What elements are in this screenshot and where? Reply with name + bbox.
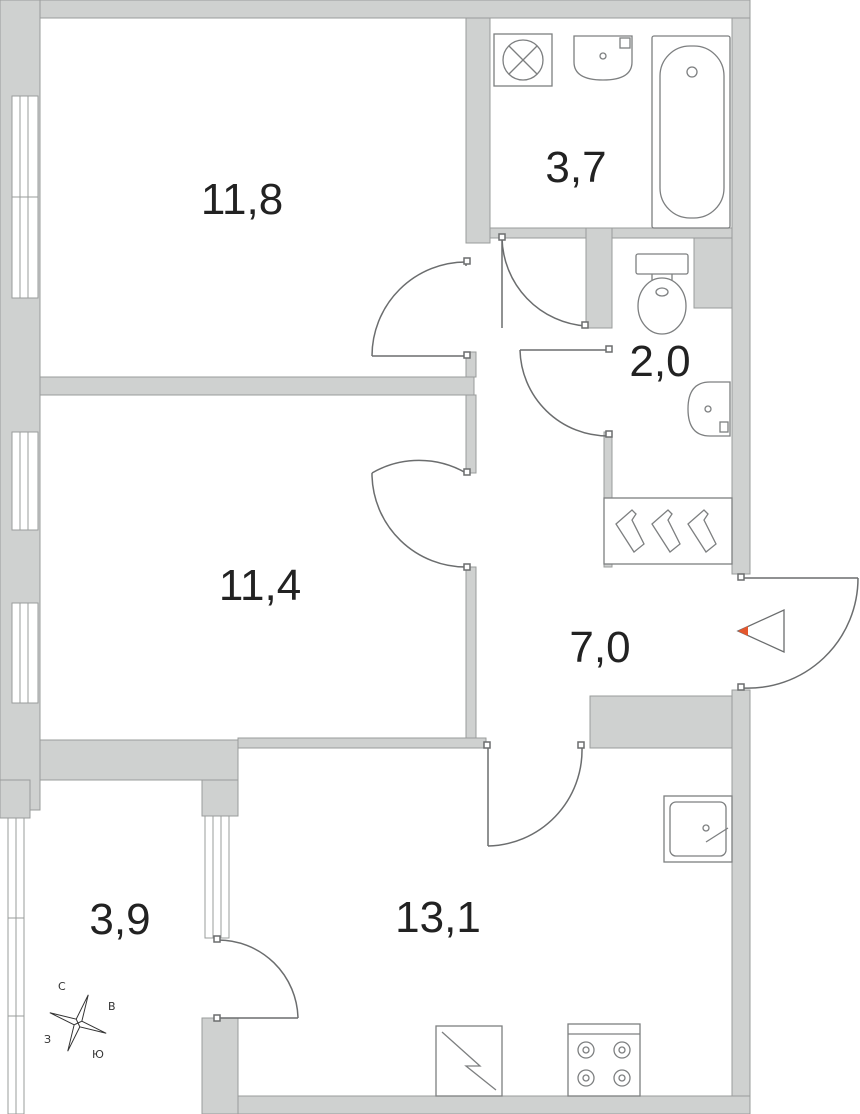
toilet-icon	[635, 253, 689, 335]
window-bedroom-2-upper	[11, 431, 39, 531]
walls	[0, 0, 751, 1114]
fixtures	[435, 33, 733, 1097]
window-kitchen-balcony	[204, 815, 230, 939]
door-bedroom-1[interactable]	[371, 257, 471, 359]
bottom-exterior-wall	[237, 1095, 751, 1114]
compass-north: С	[58, 980, 66, 993]
bedroom-bathroom-wall	[465, 17, 491, 244]
compass-south: Ю	[92, 1048, 104, 1061]
right-exterior-wall-lower	[731, 689, 751, 1114]
balcony-right-wall-upper	[201, 779, 239, 817]
door-bedroom-2[interactable]	[371, 459, 471, 571]
kitchen-sink-icon	[663, 795, 733, 863]
room-area-bathroom: 3,7	[545, 143, 606, 192]
balcony-left-wall	[0, 779, 31, 819]
corridor-wall-lower	[465, 566, 477, 746]
window-bedroom-2-lower	[11, 602, 39, 704]
compass-rose-icon	[49, 994, 107, 1052]
room-area-bedroom-2: 11,4	[219, 561, 301, 610]
wardrobe-icon	[603, 497, 733, 565]
balcony-right-wall-lower	[201, 1017, 239, 1114]
door-kitchen[interactable]	[483, 741, 585, 847]
door-entrance[interactable]	[737, 573, 859, 691]
toilet-top-wall	[611, 227, 733, 239]
door-balcony[interactable]	[213, 935, 299, 1022]
toilet-sink-icon	[687, 381, 731, 437]
balcony-top-wall	[39, 739, 239, 781]
top-exterior-wall	[39, 0, 751, 19]
compass-west: З	[44, 1033, 51, 1046]
room-area-balcony: 3,9	[89, 895, 150, 944]
hallway-niche	[589, 695, 733, 749]
corridor-wall-upper	[465, 394, 477, 474]
right-exterior-wall-upper	[731, 17, 751, 575]
entrance-marker	[736, 608, 785, 654]
window-balcony-left	[7, 817, 25, 1114]
bedroom-wall-stub	[465, 351, 477, 378]
room-area-bedroom-1: 11,8	[201, 175, 283, 224]
electric-panel-icon	[435, 1025, 503, 1097]
room-area-kitchen: 13,1	[395, 893, 481, 942]
washing-machine-icon	[493, 33, 553, 87]
bathroom-toilet-wall	[585, 227, 613, 329]
room-area-toilet: 2,0	[629, 337, 690, 386]
door-toilet[interactable]	[519, 345, 613, 438]
bathroom-sink-icon	[573, 35, 633, 81]
toilet-shaft	[693, 237, 733, 309]
doors	[213, 233, 859, 1022]
door-bathroom[interactable]	[498, 233, 589, 329]
stove-icon	[567, 1023, 641, 1097]
compass-east: В	[108, 1000, 116, 1013]
room-area-hallway: 7,0	[569, 623, 630, 672]
bathtub-icon	[651, 35, 731, 229]
windows	[7, 95, 230, 1114]
bedroom-divider-wall	[39, 376, 475, 396]
bedroom-kitchen-wall	[237, 737, 487, 749]
window-bedroom-1	[11, 95, 39, 299]
